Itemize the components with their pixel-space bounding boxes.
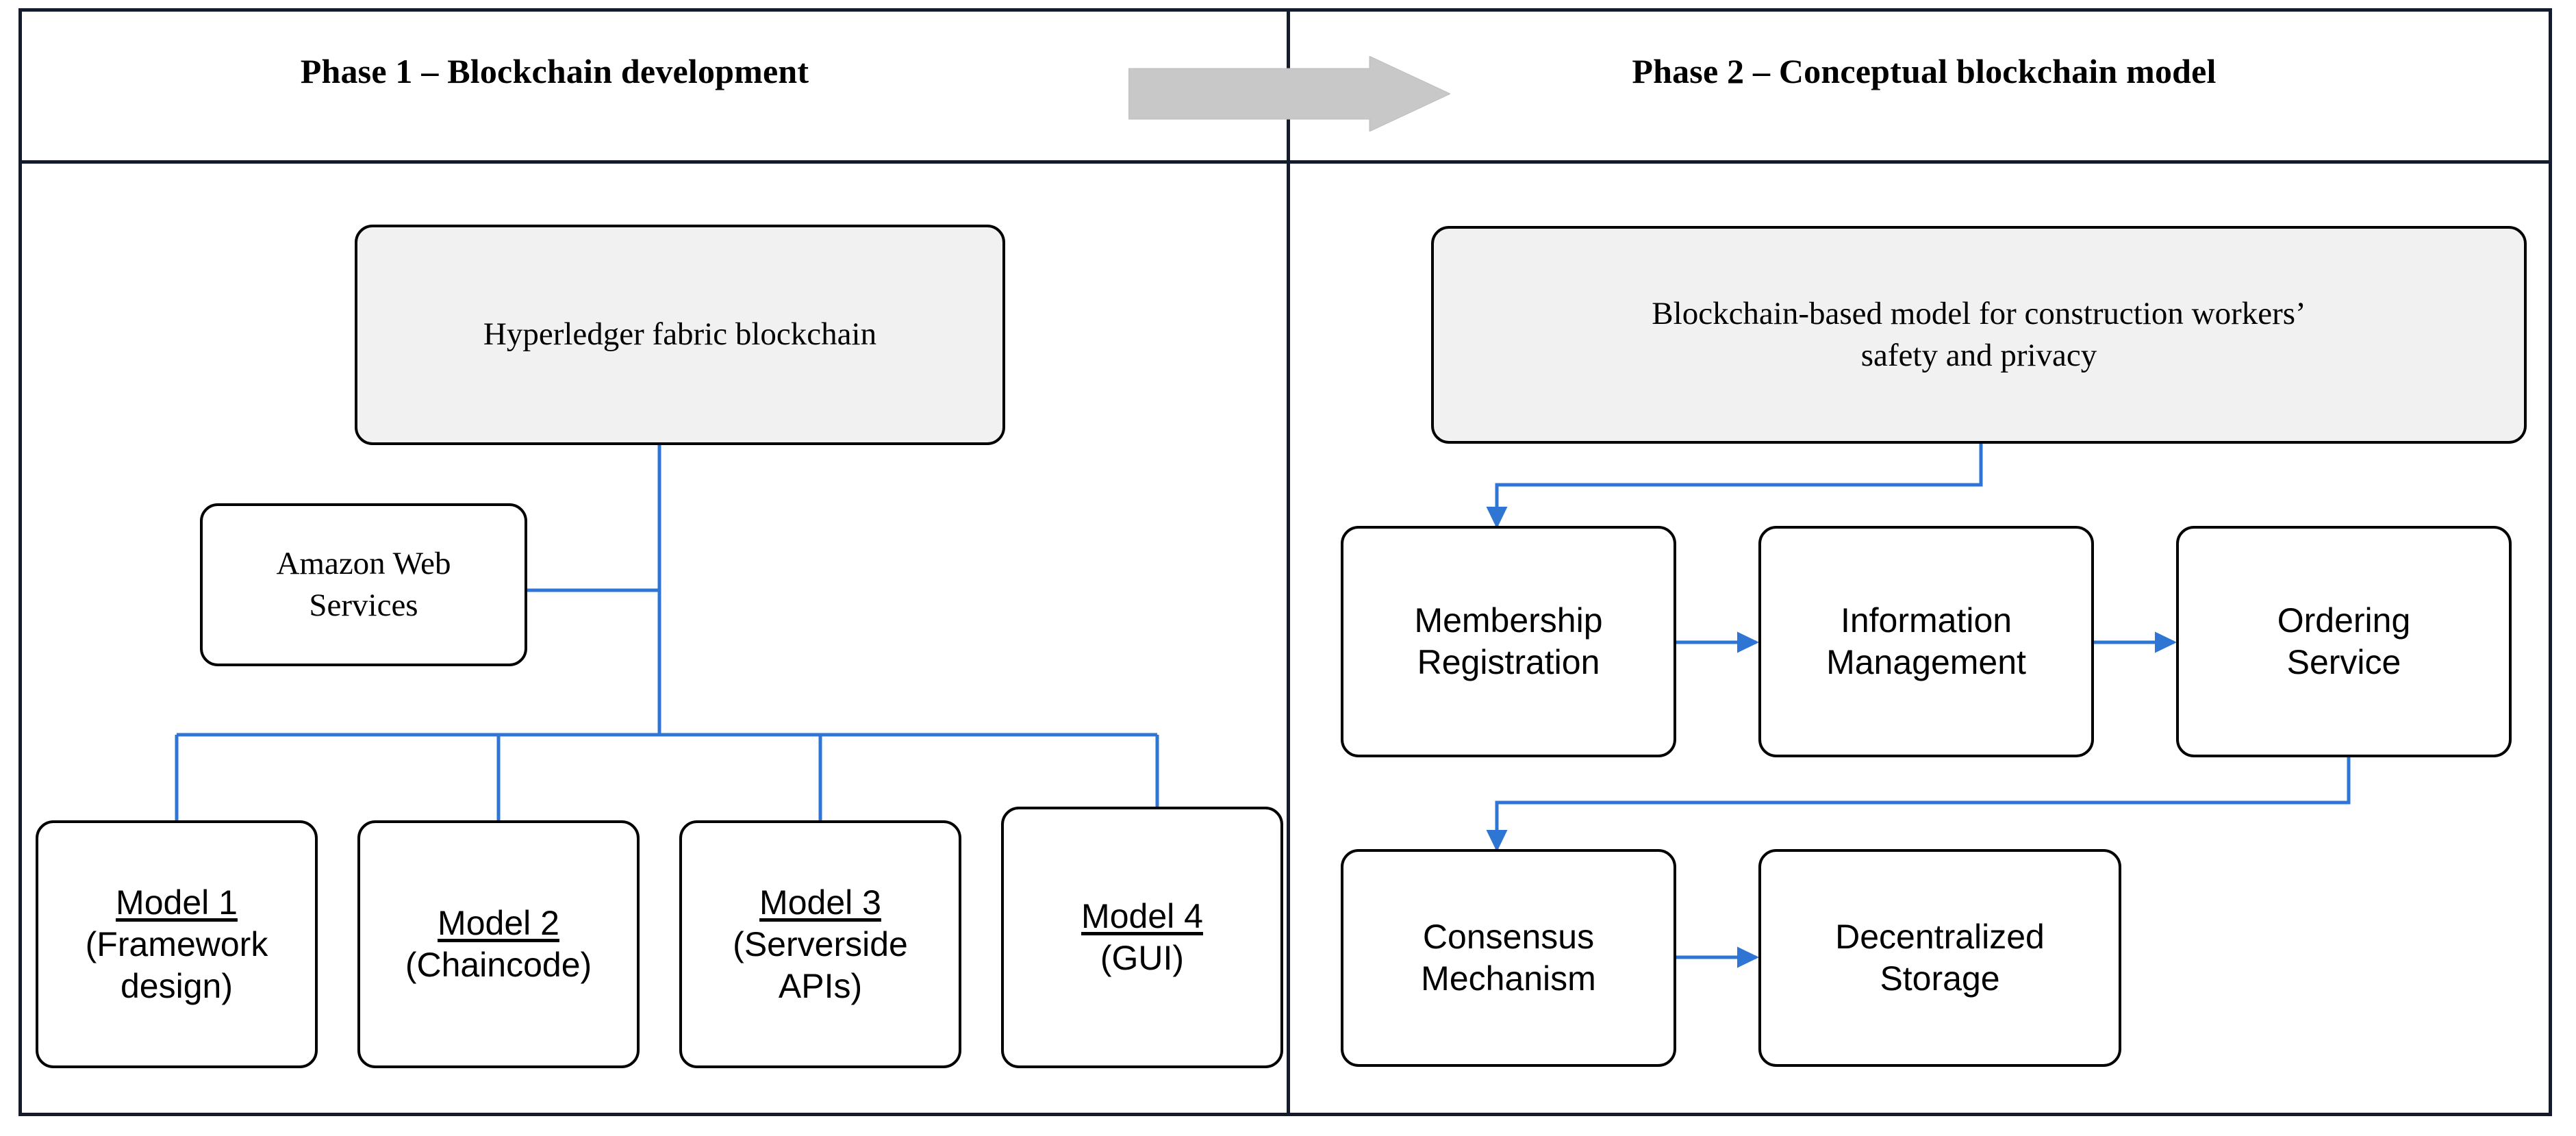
phase-1-title: Phase 1 – Blockchain development [300, 52, 809, 90]
node-label-line1: Decentralized [1835, 918, 2045, 956]
node-model-2[interactable]: Model 2 (Chaincode) [357, 820, 640, 1068]
node-model-3[interactable]: Model 3 (Serverside APIs) [679, 820, 961, 1068]
model-title: Model 1 [116, 883, 238, 922]
node-label-line2: safety and privacy [1860, 338, 2097, 373]
node-label-line1: Blockchain-based model for construction … [1652, 295, 2306, 331]
node-label-line2: Registration [1417, 643, 1600, 681]
node-blockchain-based-model[interactable]: Blockchain-based model for construction … [1431, 226, 2527, 444]
node-label: Decentralized Storage [1761, 916, 2119, 1000]
figure-outer-border [18, 8, 2552, 1116]
node-amazon-web-services[interactable]: Amazon Web Services [200, 503, 527, 666]
node-label-line1: Information [1840, 601, 2012, 640]
node-label: Model 2 (Chaincode) [360, 903, 637, 986]
node-label: Amazon Web Services [203, 543, 525, 627]
node-label: Blockchain-based model for construction … [1434, 293, 2524, 377]
node-label: Hyperledger fabric blockchain [483, 316, 877, 353]
node-ordering-service[interactable]: Ordering Service [2176, 526, 2512, 757]
model-title: Model 4 [1081, 897, 1203, 935]
node-label: Information Management [1761, 600, 2091, 683]
node-label-line1: Consensus [1422, 918, 1595, 956]
model-subtitle-line2: APIs) [778, 966, 863, 1005]
node-label: Model 4 (GUI) [1004, 896, 1280, 979]
node-model-1[interactable]: Model 1 (Framework design) [36, 820, 318, 1068]
node-information-management[interactable]: Information Management [1758, 526, 2094, 757]
node-label-line1: Membership [1414, 601, 1603, 640]
model-subtitle-line2: design) [121, 966, 233, 1005]
phase-divider [1287, 8, 1290, 1116]
model-subtitle-line1: (Chaincode) [405, 946, 592, 984]
model-subtitle-line1: (Framework [85, 924, 268, 963]
node-membership-registration[interactable]: Membership Registration [1341, 526, 1676, 757]
phase-2-title: Phase 2 – Conceptual blockchain model [1632, 52, 2217, 90]
node-consensus-mechanism[interactable]: Consensus Mechanism [1341, 849, 1676, 1067]
node-hyperledger-fabric-blockchain[interactable]: Hyperledger fabric blockchain [355, 225, 1005, 445]
header-divider [18, 160, 2552, 164]
model-subtitle-line1: (Serverside [733, 924, 908, 963]
node-label: Consensus Mechanism [1343, 916, 1674, 1000]
node-label-line2: Storage [1880, 959, 2000, 998]
node-label-line1: Amazon Web [276, 545, 451, 581]
node-label-line2: Services [309, 588, 418, 623]
node-label: Model 1 (Framework design) [38, 882, 315, 1007]
node-model-4[interactable]: Model 4 (GUI) [1001, 807, 1283, 1068]
node-label: Membership Registration [1343, 600, 1674, 683]
phase-transition-arrow-icon [1128, 56, 1450, 131]
node-label-line2: Service [2286, 643, 2401, 681]
node-decentralized-storage[interactable]: Decentralized Storage [1758, 849, 2121, 1067]
node-label-line1: Ordering [2277, 601, 2411, 640]
model-title: Model 3 [759, 883, 881, 922]
model-title: Model 2 [438, 904, 559, 942]
node-label-line2: Mechanism [1421, 959, 1596, 998]
node-label-line2: Management [1826, 643, 2026, 681]
node-label: Model 3 (Serverside APIs) [682, 882, 959, 1007]
node-label: Ordering Service [2179, 600, 2509, 683]
model-subtitle-line1: (GUI) [1100, 939, 1185, 977]
